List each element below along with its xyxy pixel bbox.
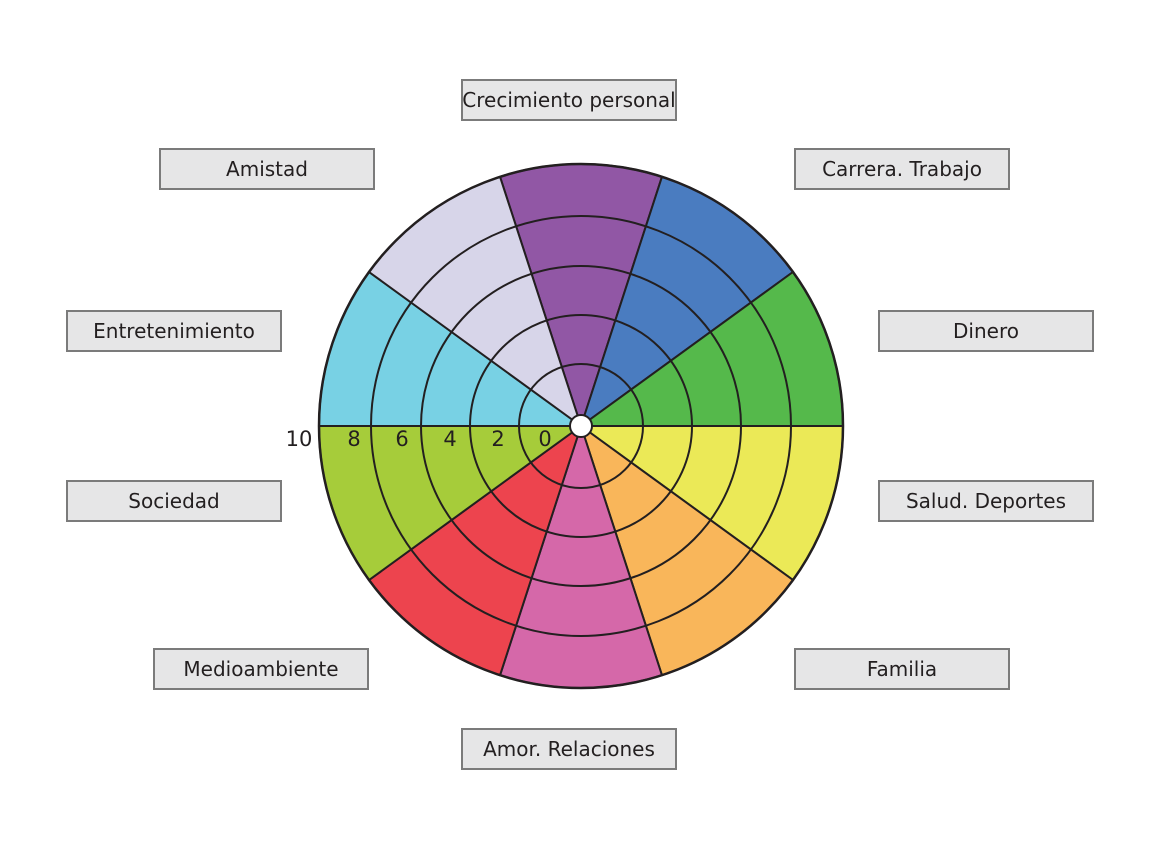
segment-label-amistad: Amistad [159,148,375,190]
segment-label-amor-relaciones: Amor. Relaciones [461,728,677,770]
segment-label-medioambiente: Medioambiente [153,648,369,690]
segment-label-entretenimiento: Entretenimiento [66,310,282,352]
scale-label-8: 8 [347,427,361,451]
center-hub [569,414,593,438]
scale-label-4: 4 [443,427,457,451]
scale-label-10: 10 [285,427,313,451]
segment-label-dinero: Dinero [878,310,1094,352]
segment-label-sociedad: Sociedad [66,480,282,522]
scale-label-2: 2 [491,427,505,451]
segment-label-salud-deportes: Salud. Deportes [878,480,1094,522]
segment-label-familia: Familia [794,648,1010,690]
segment-label-crecimiento-personal: Crecimiento personal [461,79,677,121]
segment-label-carrera-trabajo: Carrera. Trabajo [794,148,1010,190]
scale-label-6: 6 [395,427,409,451]
scale-label-0: 0 [538,427,552,451]
